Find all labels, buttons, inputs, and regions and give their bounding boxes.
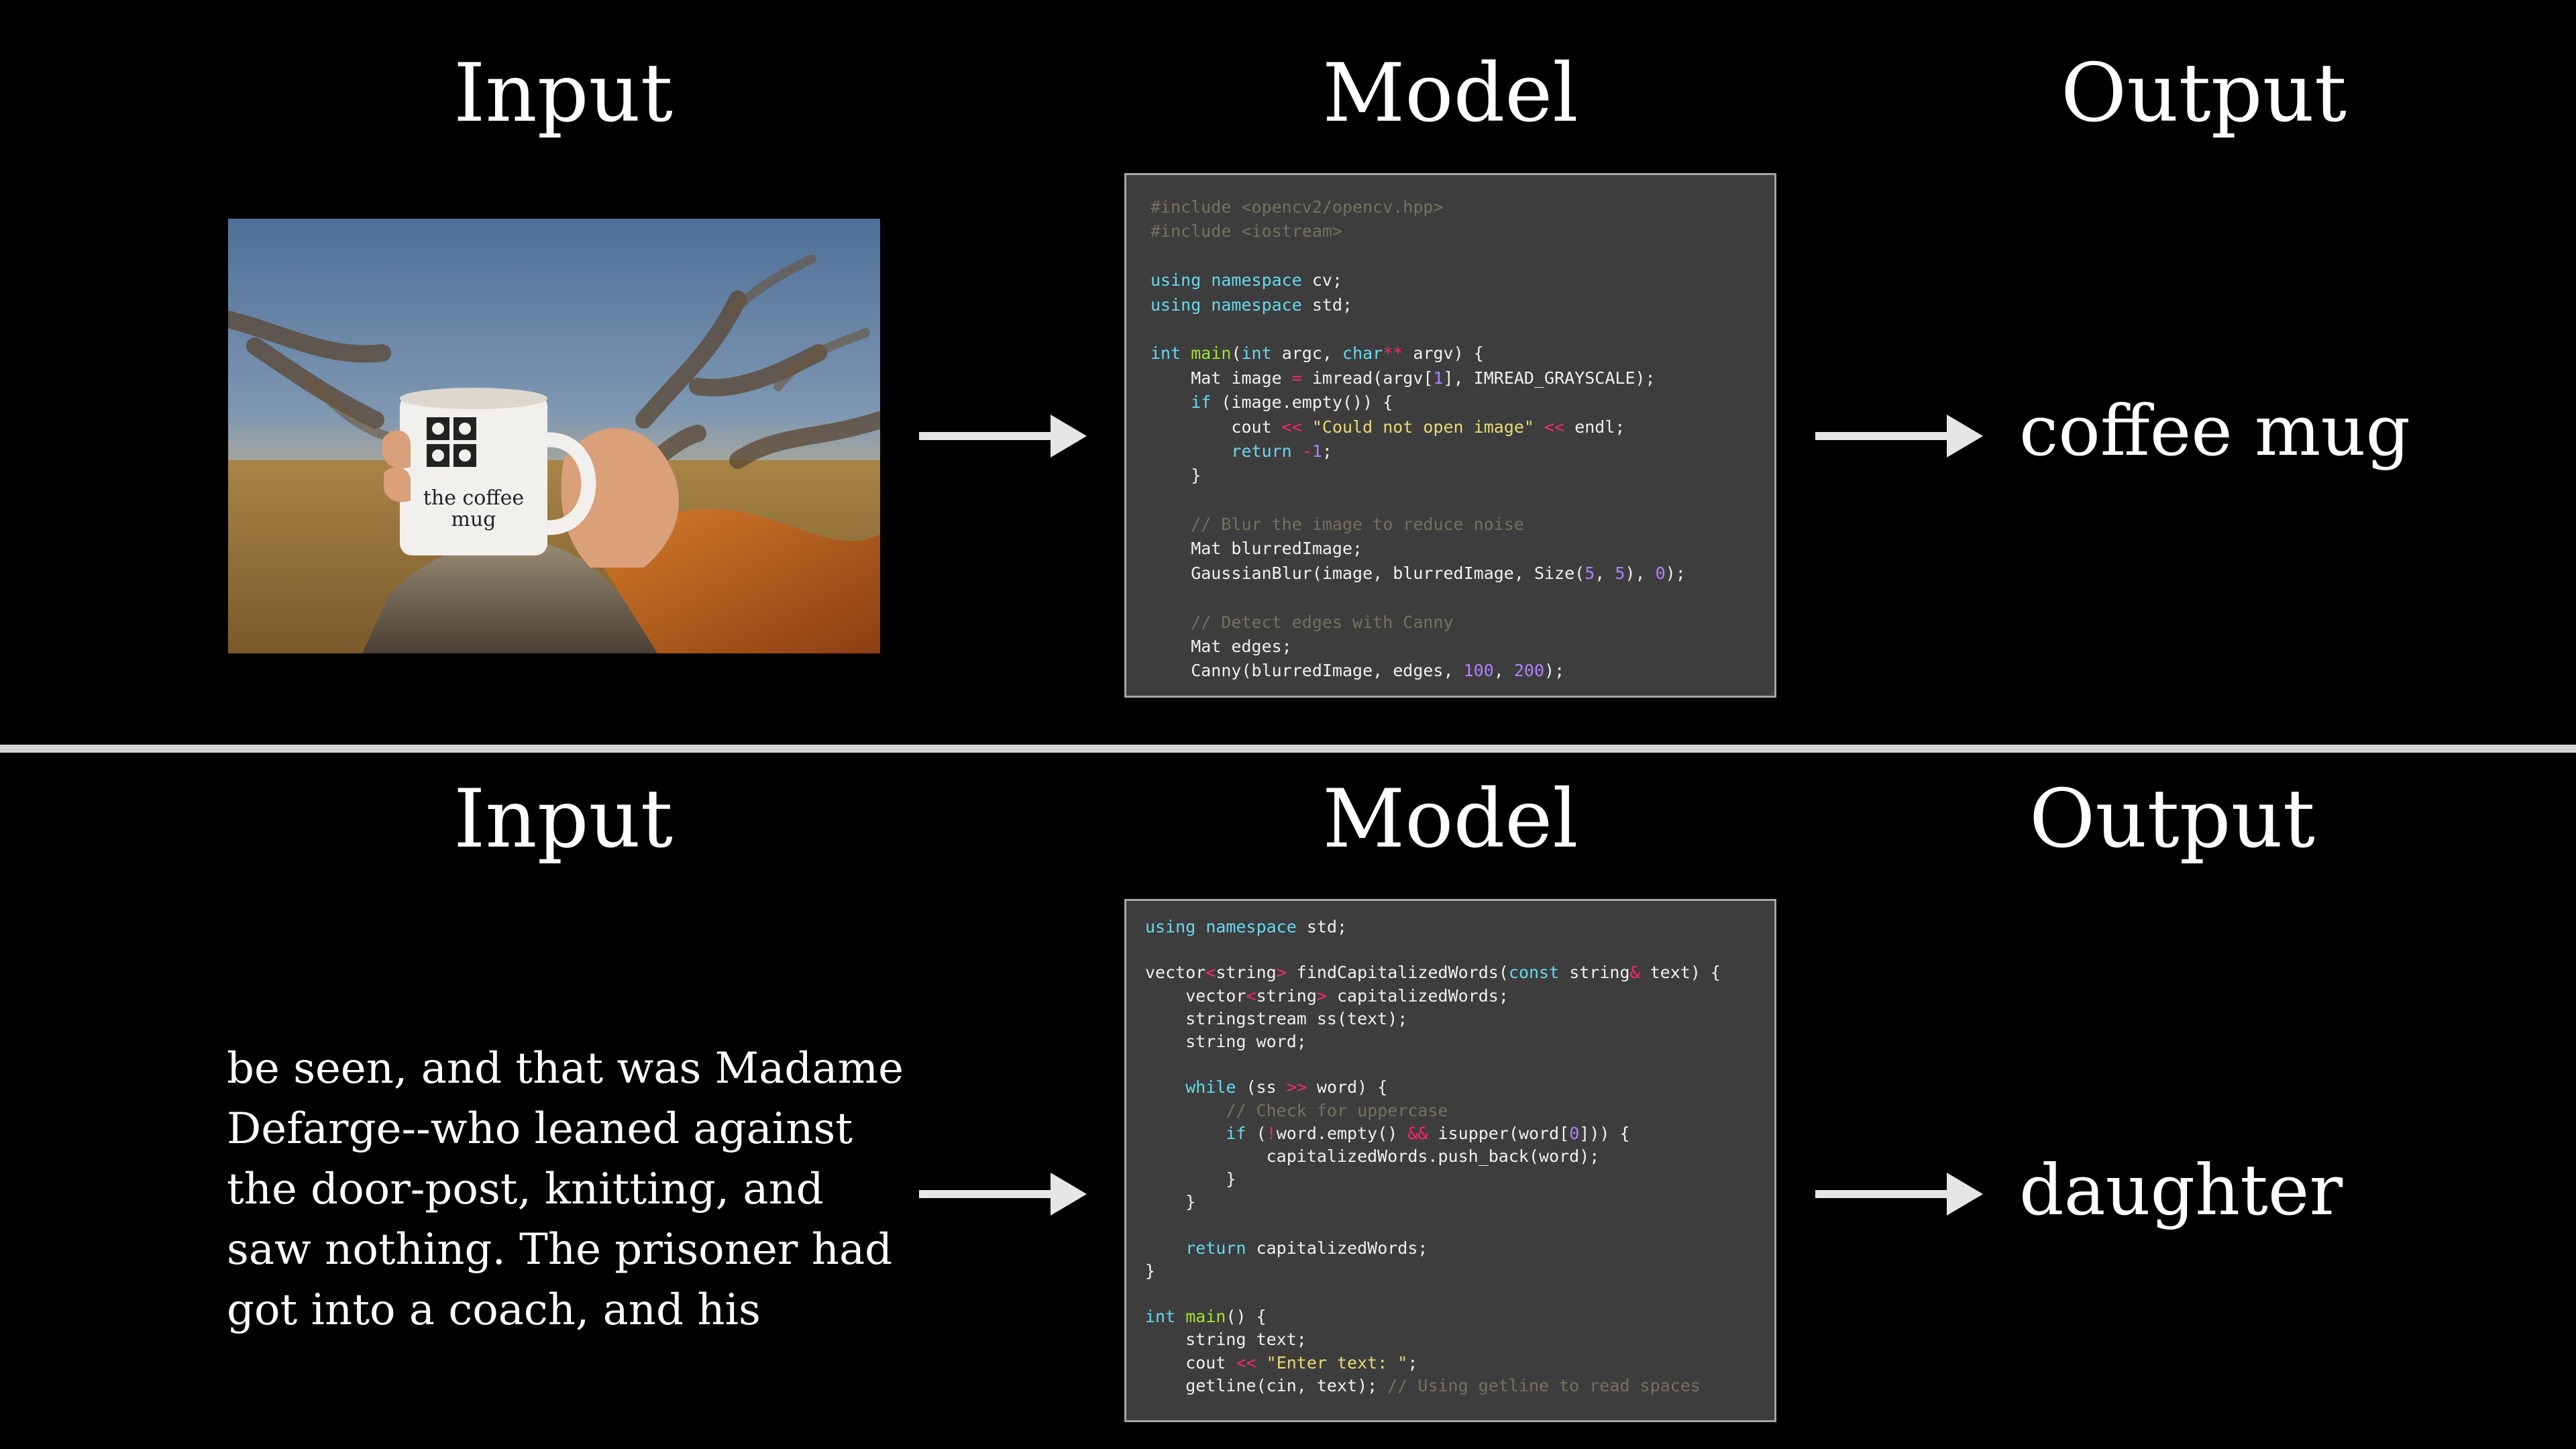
code-line: string text; xyxy=(1145,1330,1307,1350)
bottom-input-arrow xyxy=(919,1173,1087,1216)
code-line: while (ss >> word) { xyxy=(1185,1077,1388,1097)
bottom-output-text: daughter xyxy=(2019,1149,2343,1231)
top-output-heading: Output xyxy=(2060,47,2347,140)
code-line: Mat image = imread(argv[1], IMREAD_GRAYS… xyxy=(1150,368,1656,388)
input-photo-coffee-mug: the coffee mug xyxy=(228,219,880,653)
code-line: string word; xyxy=(1145,1031,1307,1051)
bottom-model-heading: Model xyxy=(1322,773,1578,866)
top-input-heading: Input xyxy=(453,47,674,140)
mug-logo-text-line2: mug xyxy=(451,508,496,531)
code-line: } xyxy=(1145,1192,1196,1212)
input-text-line: Defarge--who leaned against xyxy=(227,1104,853,1154)
code-line: int main() { xyxy=(1145,1307,1267,1327)
code-line: // Blur the image to reduce noise xyxy=(1191,515,1524,535)
code-line: } xyxy=(1145,1169,1236,1189)
code-line: vector<string> capitalizedWords; xyxy=(1145,985,1509,1006)
code-line: if (image.empty()) { xyxy=(1191,392,1393,413)
code-line: Canny(blurredImage, edges, 100, 200); xyxy=(1150,661,1565,681)
top-model-code: #include <opencv2/opencv.hpp> #include <i… xyxy=(1150,195,1750,684)
code-line: int main(int argc, char** argv) { xyxy=(1150,343,1484,364)
code-line: ​ xyxy=(1145,1283,1756,1305)
code-line: return capitalizedWords; xyxy=(1185,1238,1428,1258)
code-line: GaussianBlur(image, blurredImage, Size(5… xyxy=(1150,563,1686,583)
code-line: } xyxy=(1145,1260,1156,1281)
bottom-output-heading: Output xyxy=(2029,773,2316,866)
bottom-model-code: using namespace std;​vector<string> find… xyxy=(1145,916,1756,1397)
top-model-heading: Model xyxy=(1322,47,1578,140)
mug-logo-text-line1: the coffee xyxy=(423,486,524,510)
code-line: ​ xyxy=(1150,488,1750,513)
bottom-output-arrow xyxy=(1815,1173,1983,1216)
code-line: #include <opencv2/opencv.hpp> xyxy=(1150,197,1444,217)
top-input-arrow xyxy=(919,415,1087,458)
top-model-code-panel: #include <opencv2/opencv.hpp> #include <i… xyxy=(1124,173,1776,698)
code-line: using namespace std; xyxy=(1145,917,1348,936)
code-line: ​ xyxy=(1150,317,1750,341)
code-line: getline(cin, text); // Using getline to … xyxy=(1145,1375,1701,1395)
row-divider xyxy=(0,745,2576,753)
code-line: } xyxy=(1150,466,1201,486)
bottom-input-heading: Input xyxy=(453,773,674,866)
code-line: // Detect edges with Canny xyxy=(1191,612,1454,632)
input-text-line: the door-post, knitting, and xyxy=(227,1165,824,1214)
bottom-input-text-passage: be seen, and that was Madame Defarge--wh… xyxy=(227,1038,904,1340)
top-output-arrow xyxy=(1815,415,1983,458)
code-line: ​ xyxy=(1145,1214,1756,1236)
input-text-line: be seen, and that was Madame xyxy=(227,1044,904,1093)
code-line: capitalizedWords.push_back(word); xyxy=(1145,1146,1600,1166)
code-line: #include <iostream> xyxy=(1150,221,1342,241)
code-line: using namespace std; xyxy=(1150,294,1353,315)
code-line: if (!word.empty() && isupper(word[0])) { xyxy=(1226,1123,1630,1143)
code-line: cout << "Could not open image" << endl; xyxy=(1150,417,1625,437)
code-line: cout << "Enter text: "; xyxy=(1145,1352,1418,1373)
code-line: ​ xyxy=(1145,938,1756,961)
input-text-line: got into a coach, and his xyxy=(227,1285,761,1335)
code-line: stringstream ss(text); xyxy=(1145,1008,1408,1028)
code-line: ​ xyxy=(1150,244,1750,268)
code-line: // Check for uppercase xyxy=(1226,1100,1448,1120)
code-line: using namespace cv; xyxy=(1150,270,1343,290)
code-line: Mat edges; xyxy=(1150,637,1292,657)
input-text-line: saw nothing. The prisoner had xyxy=(227,1225,893,1275)
bottom-model-code-panel: using namespace std;​vector<string> find… xyxy=(1124,899,1776,1422)
top-output-text: coffee mug xyxy=(2019,390,2411,472)
code-line: vector<string> findCapitalizedWords(cons… xyxy=(1145,963,1721,983)
code-line: return -1; xyxy=(1231,441,1332,461)
code-line: Mat blurredImage; xyxy=(1150,539,1363,559)
code-line: ​ xyxy=(1145,1053,1756,1076)
code-line: ​ xyxy=(1150,586,1750,610)
